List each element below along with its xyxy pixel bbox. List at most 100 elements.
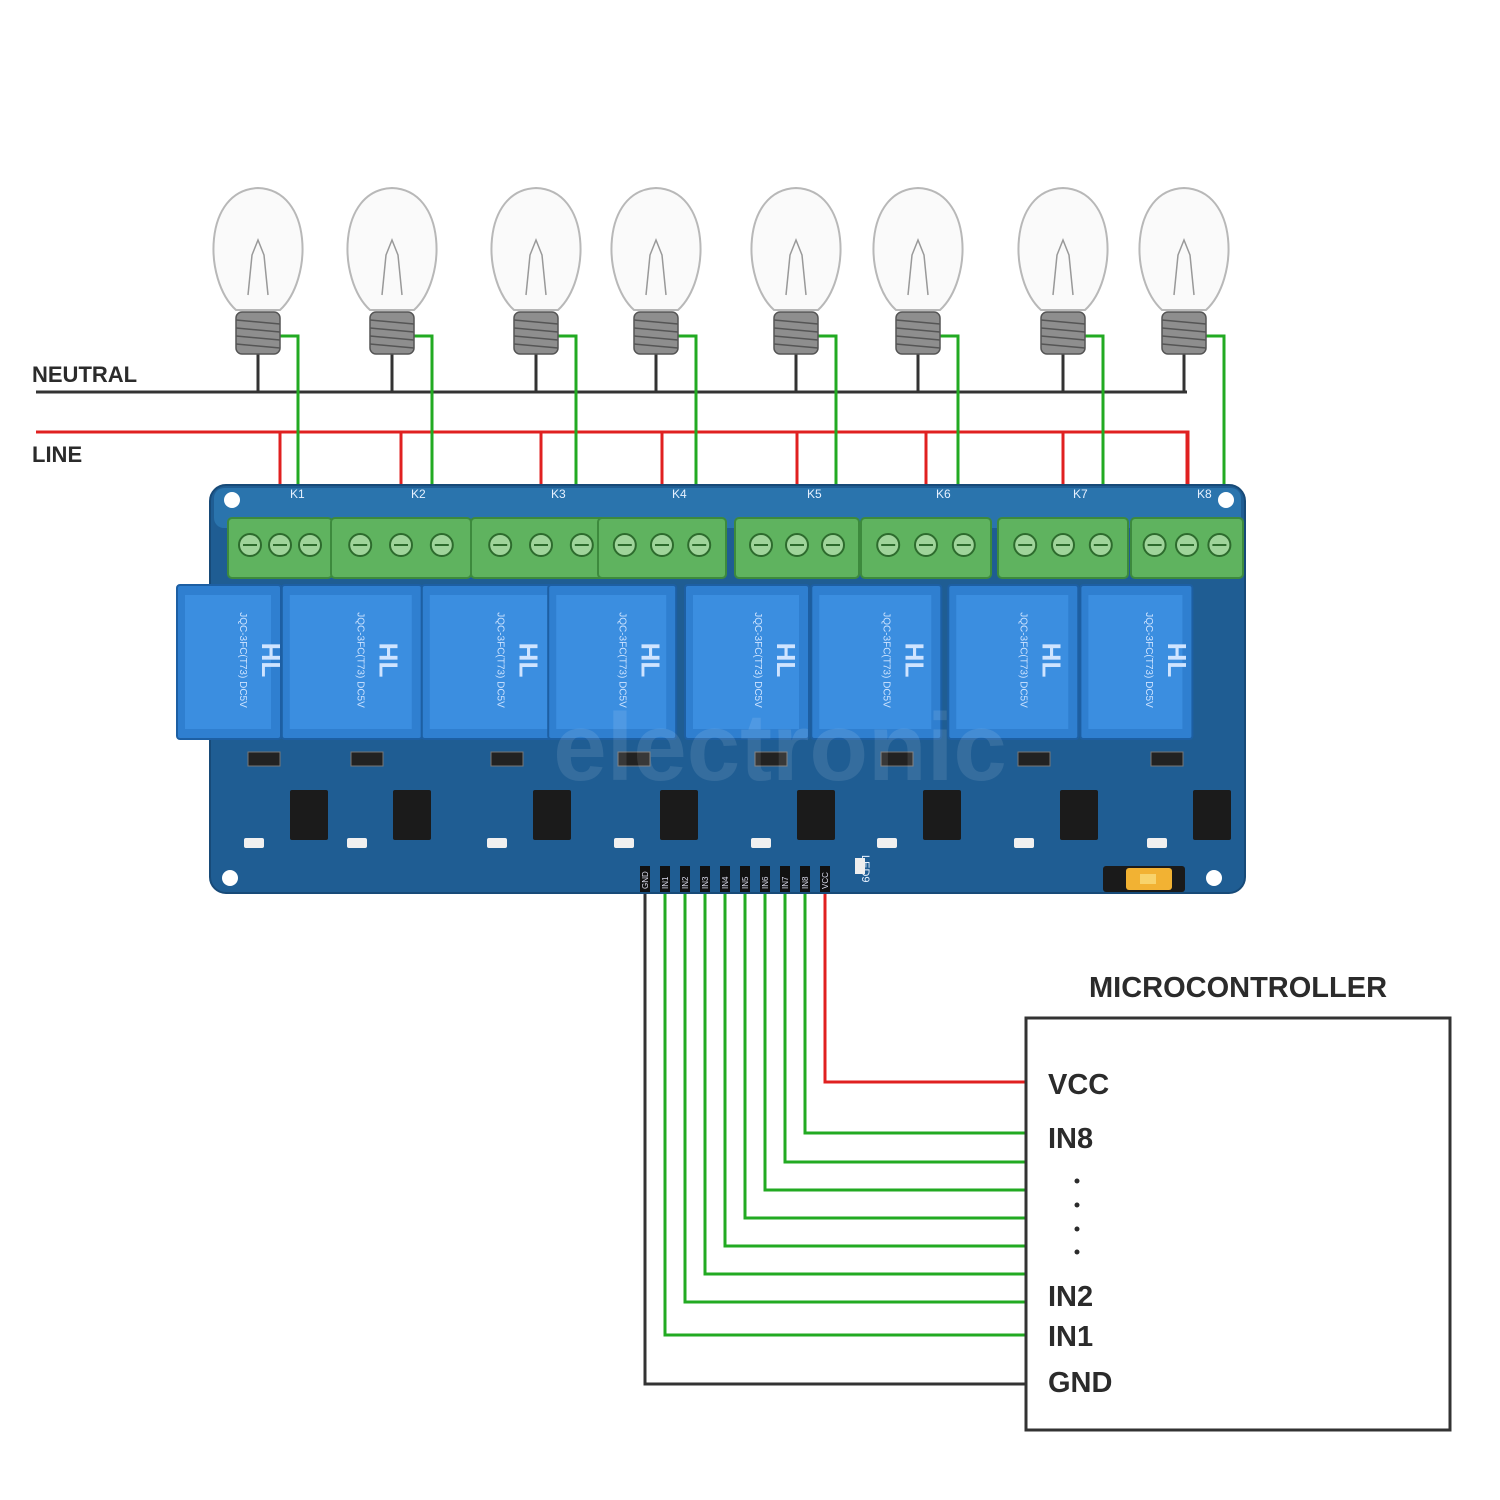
relay-brand: HL: [1036, 643, 1066, 678]
header-pin-vcc: [820, 866, 830, 892]
base-thread: [513, 327, 559, 333]
pin-in1: IN1: [1048, 1321, 1093, 1353]
base-thread: [633, 343, 679, 349]
in2-wire: [683, 892, 1026, 1304]
base-thread: [1040, 319, 1086, 325]
watermark: electronic: [553, 694, 1007, 801]
header-pin-in4: [720, 866, 730, 892]
optocoupler: [1193, 790, 1231, 840]
channel-label: K8: [1197, 487, 1212, 501]
relay-face: [956, 595, 1069, 729]
base-thread: [1161, 343, 1207, 349]
bulb-filament: [1173, 237, 1195, 296]
base-thread: [513, 335, 559, 341]
bulb-row: [212, 186, 1230, 355]
header-pin-in7: [780, 866, 790, 892]
bulb-glass: [490, 186, 582, 311]
light-bulb-1: [212, 186, 304, 355]
light-bulb-8: [1138, 186, 1230, 355]
relay-face: [1088, 595, 1183, 729]
header-pin-label: IN7: [781, 876, 790, 889]
smd-resistor: [1017, 751, 1051, 767]
base-thread: [1161, 319, 1207, 325]
header-pin-label: GND: [641, 871, 650, 889]
optocoupler: [393, 790, 431, 840]
pin-vcc: VCC: [1048, 1069, 1109, 1101]
header-pin-in8: [800, 866, 810, 892]
light-bulb-3: [490, 186, 582, 355]
channel-led: [877, 838, 897, 848]
relay-model: JQC-3FC(T73) DC5V: [1143, 612, 1154, 708]
relay-face: [819, 595, 932, 729]
channel-label: K5: [807, 487, 822, 501]
relay-model: JQC-3FC(T73) DC5V: [880, 612, 891, 708]
base-thread: [369, 335, 415, 341]
channel-label: K3: [551, 487, 566, 501]
base-thread: [513, 343, 559, 349]
gnd-wire: [643, 892, 1026, 1386]
header-pin-in5: [740, 866, 750, 892]
smd-resistor: [350, 751, 384, 767]
light-bulb-6: [872, 186, 964, 355]
channel-label: K6: [936, 487, 951, 501]
optocoupler: [533, 790, 571, 840]
base-thread: [773, 319, 819, 325]
optocoupler: [1060, 790, 1098, 840]
in5-wire: [743, 892, 1026, 1220]
base-thread: [633, 319, 679, 325]
microcontroller-box: [1024, 1016, 1452, 1432]
channel-label: K7: [1073, 487, 1088, 501]
header-pin-in1: [660, 866, 670, 892]
jumper: [1103, 866, 1185, 892]
header-pin-label: IN5: [741, 876, 750, 889]
smd-resistor: [490, 751, 524, 767]
light-bulb-5: [750, 186, 842, 355]
relay-brand: HL: [771, 643, 801, 678]
header-pin-label: IN4: [721, 876, 730, 889]
base-thread: [369, 327, 415, 333]
base-thread: [1161, 327, 1207, 333]
channel-label: K4: [672, 487, 687, 501]
base-thread: [235, 343, 281, 349]
relay-brand: HL: [513, 643, 543, 678]
light-bulb-2: [346, 186, 438, 355]
pin-in8: IN8: [1048, 1123, 1093, 1155]
base-thread: [1040, 343, 1086, 349]
power-led: [855, 858, 865, 874]
base-thread: [895, 335, 941, 341]
base-thread: [1040, 335, 1086, 341]
in4-wire: [723, 892, 1026, 1248]
pin-ellipsis: [1074, 1178, 1080, 1255]
light-bulb-7: [1017, 186, 1109, 355]
pin-gnd: GND: [1048, 1367, 1112, 1399]
bulb-filament: [645, 237, 667, 296]
in7-wire: [783, 892, 1026, 1164]
microcontroller-title: MICROCONTROLLER: [1089, 972, 1387, 1004]
bulb-filament: [247, 237, 269, 296]
base-thread: [369, 343, 415, 349]
base-thread: [235, 319, 281, 325]
optocoupler: [290, 790, 328, 840]
optocoupler: [923, 790, 961, 840]
relay-model: JQC-3FC(T73) DC5V: [752, 612, 763, 708]
channel-label: K2: [411, 487, 426, 501]
header-pin-label: IN2: [681, 876, 690, 889]
relay-face: [693, 595, 799, 729]
light-bulb-4: [610, 186, 702, 355]
bulb-glass: [750, 186, 842, 311]
relay-face: [185, 595, 271, 729]
in1-wire: [663, 892, 1026, 1337]
bulb-filament: [785, 237, 807, 296]
smd-resistor: [617, 751, 651, 767]
in8-wire: [803, 892, 1026, 1135]
in3-wire: [703, 892, 1026, 1276]
relay-model: JQC-3FC(T73) DC5V: [354, 612, 365, 708]
header-pin-in6: [760, 866, 770, 892]
